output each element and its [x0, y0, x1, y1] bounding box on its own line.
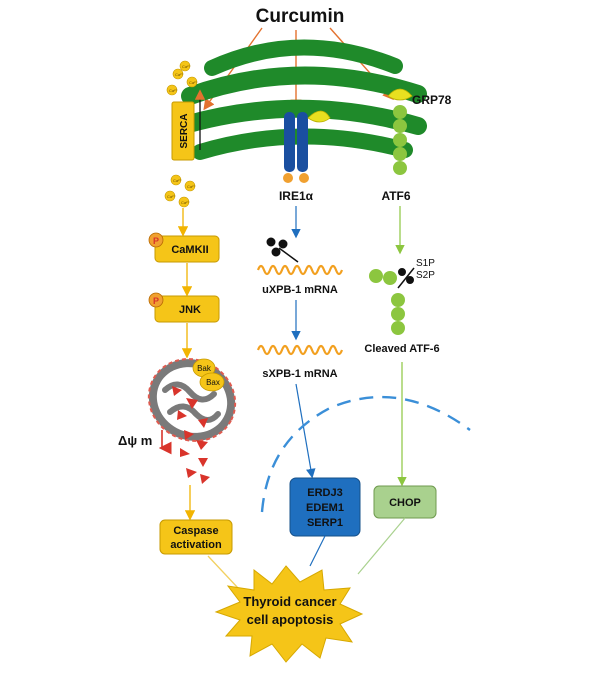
jnk-label: JNK — [179, 304, 201, 316]
cleaved-atf6-protein — [391, 293, 405, 335]
svg-text:Ca²⁺: Ca²⁺ — [182, 64, 191, 69]
right-pathway: S1P S2P Cleaved ATF-6 CHOP — [364, 206, 440, 519]
target-gene-2: EDEM1 — [306, 502, 344, 514]
protease-s1p-s2p: S1P S2P — [369, 258, 435, 289]
target-gene-3: SERP1 — [307, 517, 343, 529]
mitochondrion — [147, 358, 237, 484]
serca-pump: SERCA — [171, 89, 206, 161]
rnase-scissors-icon — [266, 237, 299, 263]
svg-text:Ca²⁺: Ca²⁺ — [169, 88, 178, 93]
membrane-potential: Δψ m — [118, 430, 172, 455]
target-gene-1: ERDJ3 — [307, 487, 342, 499]
nucleus-outline — [260, 395, 471, 513]
middle-pathway: uXPB-1 mRNA sXPB-1 mRNA ERDJ3 EDEM1 SERP… — [256, 206, 361, 537]
calcium-ion-labels: Ca²⁺ Ca²⁺ Ca²⁺ Ca²⁺ Ca²⁺ Ca²⁺ Ca²⁺ Ca²⁺ — [167, 64, 198, 205]
jnk-phospho: P — [153, 296, 159, 306]
bak-label: Bak — [197, 364, 212, 373]
caspase-label-line1: Caspase — [173, 525, 218, 537]
delta-psi-label: Δψ m — [118, 433, 152, 448]
svg-text:Ca²⁺: Ca²⁺ — [189, 80, 198, 85]
calcium-ions-top — [166, 60, 198, 96]
cleaved-atf6-label: Cleaved ATF-6 — [364, 343, 439, 355]
camkii-label: CaMKII — [171, 244, 208, 256]
left-pathway: CaMKII P JNK P — [118, 208, 239, 589]
calcium-ions-released — [164, 174, 196, 208]
svg-text:Ca²⁺: Ca²⁺ — [187, 184, 196, 189]
bak-bax-proteins: Bak Bax — [192, 358, 225, 392]
uxbp-label: uXPB-1 mRNA — [262, 284, 338, 296]
svg-text:Ca²⁺: Ca²⁺ — [175, 72, 184, 77]
grp78-label: GRP78 — [412, 93, 452, 107]
uxbp-mrna-wave — [256, 264, 344, 276]
svg-text:Ca²⁺: Ca²⁺ — [173, 178, 182, 183]
apoptosis-label-line1: Thyroid cancer — [243, 594, 336, 609]
camkii-phospho: P — [153, 236, 159, 246]
atf6-receptor: GRP78 ATF6 — [381, 88, 452, 203]
caspase-label-line2: activation — [170, 539, 222, 551]
caspase-activation-box: Caspase activation — [159, 519, 233, 555]
curcumin-title: Curcumin — [256, 6, 345, 27]
atf6-label: ATF6 — [381, 189, 410, 203]
sxbp-mrna-wave — [256, 344, 344, 356]
s2p-label: S2P — [416, 270, 435, 281]
svg-text:Ca²⁺: Ca²⁺ — [181, 200, 190, 205]
apoptosis-burst: Thyroid cancer cell apoptosis — [214, 565, 364, 663]
apoptosis-label-line2: cell apoptosis — [247, 612, 334, 627]
camkii-box: CaMKII P — [148, 232, 220, 263]
serca-label: SERCA — [179, 113, 190, 148]
chop-box: CHOP — [373, 485, 437, 519]
chop-label: CHOP — [389, 497, 421, 509]
apoptosis-connectors — [309, 517, 406, 575]
jnk-box: JNK P — [148, 292, 220, 323]
ire1a-receptor: IRE1α — [279, 110, 331, 203]
bax-label: Bax — [206, 378, 220, 387]
ire1a-label: IRE1α — [279, 189, 314, 203]
s1p-label: S1P — [416, 258, 435, 269]
svg-text:Ca²⁺: Ca²⁺ — [167, 194, 176, 199]
target-genes-box: ERDJ3 EDEM1 SERP1 — [289, 477, 361, 537]
sxbp-label: sXPB-1 mRNA — [262, 368, 337, 380]
